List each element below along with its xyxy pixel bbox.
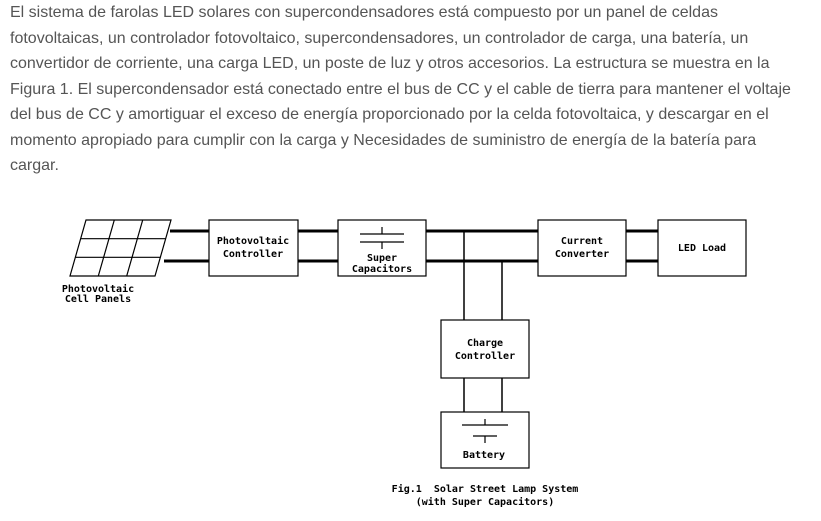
charge-controller-label-1: Charge [467, 338, 503, 349]
paragraph-line: cargar. [10, 157, 59, 174]
paragraph-line: convertidor de corriente, una carga LED,… [10, 55, 770, 72]
pv-grid-line [97, 219, 115, 277]
pv-panel-outline [69, 219, 172, 277]
paragraph-line: del bus de CC y amortiguar el exceso de … [10, 106, 769, 123]
pv-panel-graphic [69, 219, 172, 277]
paragraph-line: Figura 1. El supercondensador está conec… [10, 80, 791, 98]
led-load-label: LED Load [678, 243, 726, 254]
figure-caption-2: (with Super Capacitors) [416, 496, 554, 508]
dc-bus-lines [164, 229, 658, 263]
pv-controller-label-2: Controller [223, 249, 283, 260]
pv-controller-box [208, 219, 299, 277]
battery-label: Battery [463, 450, 505, 461]
charge-controller-wires [463, 231, 503, 412]
charge-controller-box [440, 319, 530, 379]
paragraph-line: momento apropiado para cumplir con la ca… [10, 131, 757, 149]
capacitor-icon [360, 227, 404, 249]
super-capacitors-label-1: Super [367, 253, 397, 264]
super-capacitors-label-2: Capacitors [352, 263, 412, 275]
figure-caption-1: Fig.1 Solar Street Lamp System [392, 483, 579, 495]
pv-grid-line [126, 219, 144, 277]
pv-panel-label-2: Cell Panels [65, 294, 131, 305]
pv-controller-label-1: Photovoltaic [217, 235, 289, 247]
charge-controller-label-2: Controller [455, 351, 515, 362]
article-paragraph: El sistema de farolas LED solares con su… [10, 0, 810, 179]
led-load-box [657, 219, 747, 277]
paragraph-line: El sistema de farolas LED solares con su… [10, 4, 718, 21]
pv-panel-label-1: Photovoltaic [62, 283, 134, 295]
current-converter-label-1: Current [561, 236, 603, 247]
battery-icon [462, 419, 508, 443]
paragraph-line: fotovoltaicas, un controlador fotovoltai… [10, 29, 749, 47]
current-converter-label-2: Converter [555, 249, 609, 260]
current-converter-box [537, 219, 627, 277]
